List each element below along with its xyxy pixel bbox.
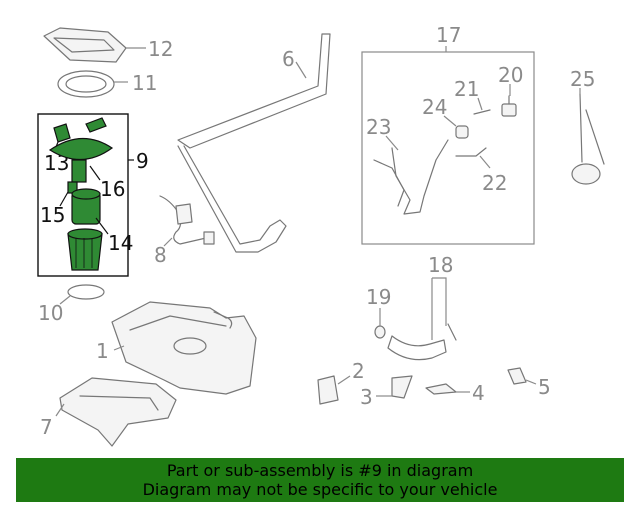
part-10-seal-ring[interactable] <box>67 284 105 300</box>
callout-14[interactable]: 14 <box>108 231 133 255</box>
callout-11[interactable]: 11 <box>132 71 157 95</box>
leader-8 <box>163 237 173 247</box>
leader-24 <box>443 115 457 127</box>
part-6-tank-strap[interactable] <box>177 33 331 253</box>
part-19-clamp[interactable] <box>374 325 386 339</box>
callout-8[interactable]: 8 <box>154 243 167 267</box>
part-11-lock-ring[interactable] <box>57 70 115 98</box>
leader-16 <box>89 165 101 181</box>
leader-2 <box>337 375 351 385</box>
part-22-tube[interactable] <box>455 147 487 157</box>
leader-6 <box>295 61 307 79</box>
part-23-vapor-hose[interactable] <box>373 139 449 215</box>
leader-10 <box>59 295 71 305</box>
callout-24[interactable]: 24 <box>422 95 447 119</box>
callout-2[interactable]: 2 <box>352 359 365 383</box>
callout-5[interactable]: 5 <box>538 375 551 399</box>
leader-15 <box>59 191 69 207</box>
callout-7[interactable]: 7 <box>40 415 53 439</box>
leader-22 <box>479 155 491 169</box>
callout-6[interactable]: 6 <box>282 47 295 71</box>
leader-5 <box>525 379 537 385</box>
callout-10[interactable]: 10 <box>38 301 63 325</box>
part-18-filler-hose[interactable] <box>387 323 457 361</box>
part-7-heat-shield[interactable] <box>59 377 177 447</box>
part-21-clip[interactable] <box>473 109 491 115</box>
callout-9[interactable]: 9 <box>136 149 149 173</box>
callout-17[interactable]: 17 <box>436 23 461 47</box>
part-25-filler-cap[interactable] <box>571 93 605 185</box>
part-1-fuel-tank[interactable] <box>111 301 257 395</box>
callout-12[interactable]: 12 <box>148 37 173 61</box>
callout-16[interactable]: 16 <box>100 177 125 201</box>
part-2-bracket[interactable] <box>317 375 339 405</box>
callout-1[interactable]: 1 <box>96 339 109 363</box>
banner-line-disclaimer: Diagram may not be specific to your vehi… <box>142 480 498 499</box>
callout-4[interactable]: 4 <box>472 381 485 405</box>
part-connector-clip[interactable] <box>85 117 107 133</box>
part-reservoir-strainer[interactable] <box>67 228 103 271</box>
callout-23[interactable]: 23 <box>366 115 391 139</box>
leader-21 <box>477 97 483 111</box>
callout-18[interactable]: 18 <box>428 253 453 277</box>
callout-22[interactable]: 22 <box>482 171 507 195</box>
part-14-pump-motor[interactable] <box>71 188 101 225</box>
callout-25[interactable]: 25 <box>570 67 595 91</box>
part-5-pad[interactable] <box>507 367 527 385</box>
part-16-flange[interactable] <box>48 137 114 183</box>
part-8-sender-harness[interactable] <box>159 195 215 245</box>
part-24-valve[interactable] <box>455 125 469 139</box>
leader-1 <box>113 345 125 351</box>
callout-20[interactable]: 20 <box>498 63 523 87</box>
part-12-cover-plate[interactable] <box>43 27 127 63</box>
banner-line-part: Part or sub-assembly is #9 in diagram <box>166 461 474 480</box>
part-20-check-valve[interactable] <box>501 95 517 117</box>
part-13-fitting[interactable] <box>53 123 71 143</box>
leader-23 <box>385 135 399 151</box>
leader-18 <box>431 277 447 340</box>
group-17-box[interactable] <box>361 51 535 245</box>
callout-15[interactable]: 15 <box>40 203 65 227</box>
part-3-pad[interactable] <box>391 375 413 399</box>
callout-21[interactable]: 21 <box>454 77 479 101</box>
callout-3[interactable]: 3 <box>360 385 373 409</box>
part-4-insulator[interactable] <box>425 383 457 395</box>
leader-7 <box>55 403 65 417</box>
callout-19[interactable]: 19 <box>366 285 391 309</box>
leader-14 <box>95 217 109 235</box>
fitment-notice-banner: Part or sub-assembly is #9 in diagram Di… <box>16 458 624 502</box>
